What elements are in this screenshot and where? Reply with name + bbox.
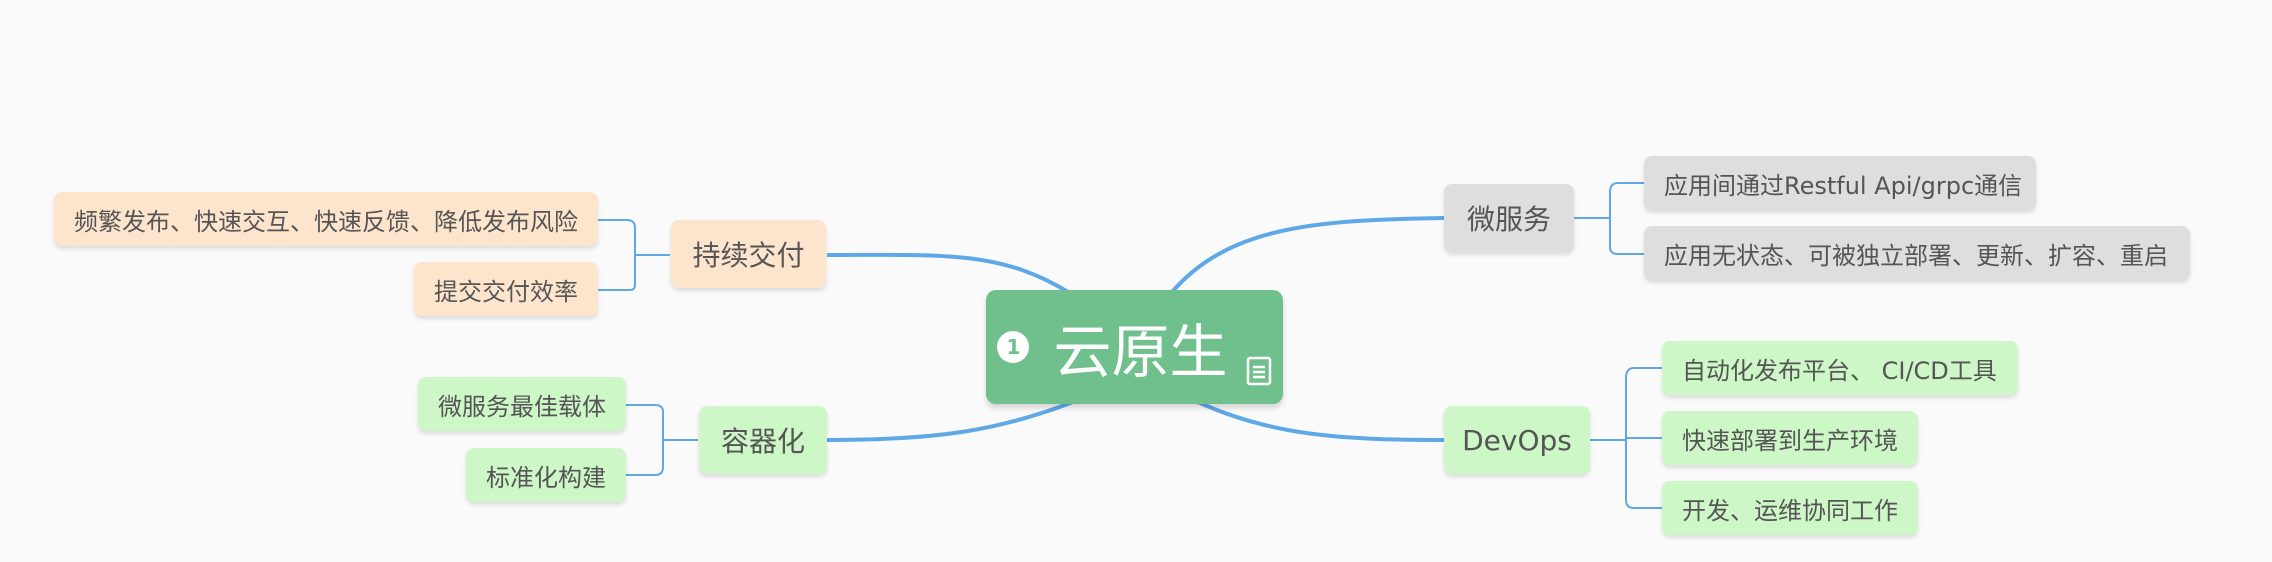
subtopic-frequent-release[interactable]: 频繁发布、快速交互、快速反馈、降低发布风险 bbox=[54, 192, 598, 246]
topic-microservices[interactable]: 微服务 bbox=[1444, 184, 1574, 252]
topic-label: 容器化 bbox=[720, 425, 805, 458]
subtopic-fast-deploy[interactable]: 快速部署到生产环境 bbox=[1662, 411, 1918, 465]
subtopic-microservice-carrier[interactable]: 微服务最佳载体 bbox=[418, 377, 626, 431]
subtopic-label: 快速部署到生产环境 bbox=[1682, 426, 1898, 455]
topic-continuous-delivery[interactable]: 持续交付 bbox=[671, 220, 826, 288]
subtopic-restful-grpc[interactable]: 应用间通过Restful Api/grpc通信 bbox=[1644, 156, 2036, 210]
subtopic-delivery-efficiency[interactable]: 提交交付效率 bbox=[414, 262, 598, 316]
topic-label: 持续交付 bbox=[692, 239, 805, 272]
subtopic-standard-build[interactable]: 标准化构建 bbox=[466, 448, 626, 502]
subtopic-dev-ops-collab[interactable]: 开发、运维协同工作 bbox=[1662, 481, 1918, 535]
topic-label: DevOps bbox=[1462, 423, 1572, 457]
subtopic-label: 微服务最佳载体 bbox=[438, 392, 606, 421]
subtopic-label: 开发、运维协同工作 bbox=[1682, 496, 1898, 525]
subtopic-label: 应用无状态、可被独立部署、更新、扩容、重启 bbox=[1664, 241, 2168, 270]
subtopic-cicd-tools[interactable]: 自动化发布平台、 CI/CD工具 bbox=[1662, 341, 2018, 395]
topic-number-badge: 1 bbox=[997, 331, 1030, 363]
subtopic-label: 频繁发布、快速交互、快速反馈、降低发布风险 bbox=[74, 207, 578, 236]
note-icon[interactable] bbox=[1246, 332, 1272, 386]
subtopic-label: 标准化构建 bbox=[486, 463, 606, 492]
connector-root-container bbox=[826, 400, 1074, 442]
subtopic-label: 自动化发布平台、 CI/CD工具 bbox=[1682, 356, 1997, 385]
topic-label: 微服务 bbox=[1466, 203, 1551, 236]
root-topic[interactable]: 1 云原生 bbox=[986, 290, 1283, 404]
subtopic-label: 提交交付效率 bbox=[434, 277, 578, 306]
topic-containerization[interactable]: 容器化 bbox=[699, 406, 827, 474]
bracket-ci bbox=[598, 219, 670, 291]
connector-root-devops bbox=[1197, 400, 1445, 442]
root-topic-label: 云原生 bbox=[1053, 318, 1228, 386]
connector-root-microservice bbox=[1170, 216, 1445, 294]
bracket-microservice bbox=[1574, 182, 1644, 255]
subtopic-stateless[interactable]: 应用无状态、可被独立部署、更新、扩容、重启 bbox=[1644, 226, 2190, 280]
connector-root-ci bbox=[826, 252, 1070, 294]
bracket-devops bbox=[1590, 367, 1662, 509]
topic-devops[interactable]: DevOps bbox=[1444, 406, 1590, 474]
subtopic-label: 应用间通过Restful Api/grpc通信 bbox=[1664, 171, 2023, 200]
bracket-container bbox=[625, 404, 698, 476]
